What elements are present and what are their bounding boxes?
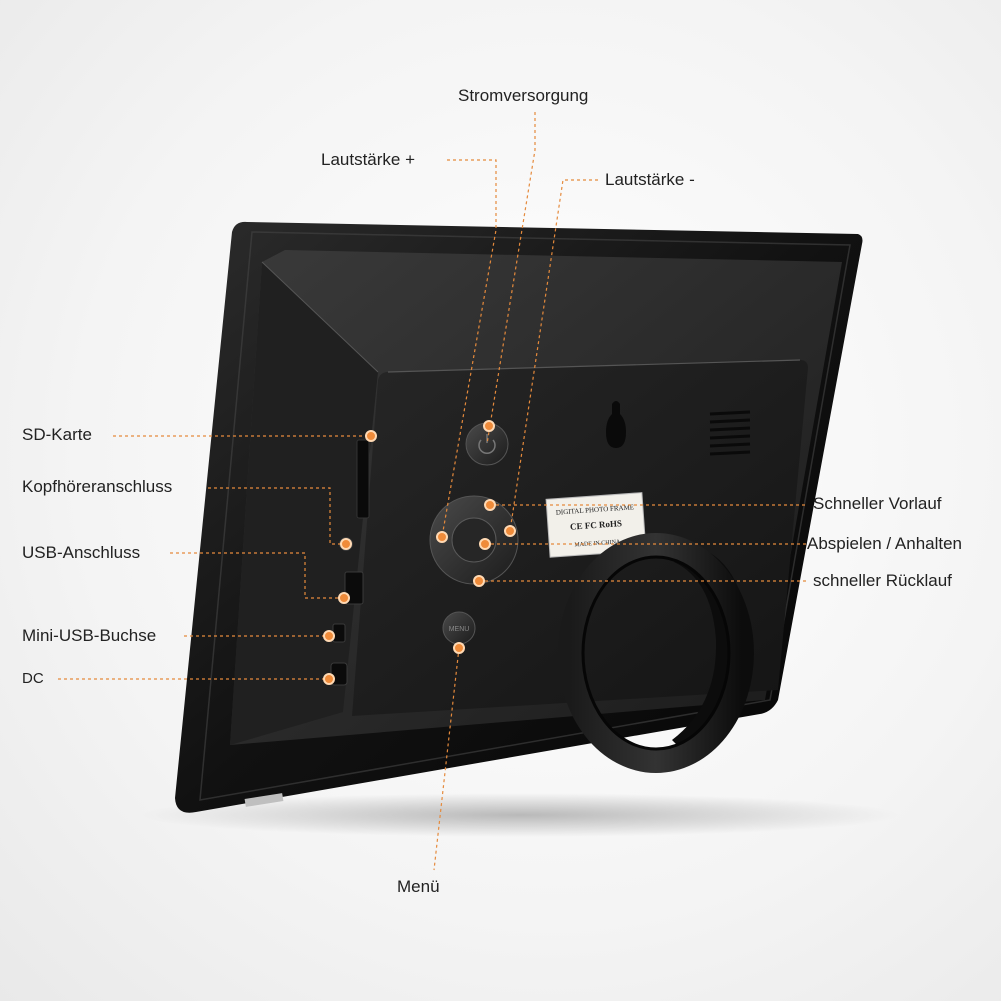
stand-ring: [558, 533, 754, 773]
label-usb: USB-Anschluss: [22, 543, 141, 562]
dot-vol-down: [504, 525, 516, 537]
leader-vol-down: [509, 179, 598, 532]
label-sd: SD-Karte: [22, 425, 92, 444]
label-power: Stromversorgung: [458, 86, 589, 105]
dot-headphone: [340, 538, 352, 550]
dot-dc: [323, 673, 335, 685]
dot-play-pause: [479, 538, 491, 550]
leader-headphone: [208, 487, 346, 545]
dot-sd: [365, 430, 377, 442]
callout-dots: [323, 420, 516, 685]
label-headphone: Kopfhöreranschluss: [22, 477, 173, 496]
menu-button-text: MENU: [449, 626, 470, 633]
label-menu: Menü: [397, 877, 440, 896]
label-forward: Schneller Vorlauf: [813, 494, 942, 513]
label-vol-up: Lautstärke +: [321, 150, 416, 169]
label-vol-down: Lautstärke -: [605, 170, 695, 189]
label-rewind: schneller Rücklauf: [813, 571, 952, 590]
port-side-edge: [261, 261, 379, 373]
mini-usb-port: [332, 623, 346, 643]
dot-forward: [484, 499, 496, 511]
ground-shadow: [140, 793, 900, 837]
bezel-rim: [199, 231, 851, 801]
wall-mount-hole: [606, 401, 626, 448]
sd-card-slot: [356, 439, 370, 519]
label-play-pause: Abspielen / Anhalten: [807, 534, 963, 553]
label-dc: DC: [22, 670, 44, 687]
label-mini-usb: Mini-USB-Buchse: [22, 626, 157, 645]
dot-mini-usb: [323, 630, 335, 642]
power-icon: [478, 439, 496, 455]
dot-power: [483, 420, 495, 432]
play-pause-button[interactable]: [451, 517, 497, 563]
dot-usb: [338, 592, 350, 604]
sticker-origin: MADE IN CHINA: [574, 539, 621, 548]
sticker-marks: CE FC RoHS: [570, 518, 623, 532]
leader-menu: [433, 647, 460, 871]
dot-vol-up: [436, 531, 448, 543]
speaker-grille: [709, 410, 751, 456]
leader-vol-up: [441, 159, 497, 538]
dot-menu: [453, 642, 465, 654]
serial-label: [244, 793, 284, 807]
leader-lines: [58, 112, 808, 871]
dot-rewind: [473, 575, 485, 587]
leader-power: [486, 112, 536, 445]
leader-usb: [170, 552, 344, 599]
rear-panel-edge: [387, 359, 801, 373]
